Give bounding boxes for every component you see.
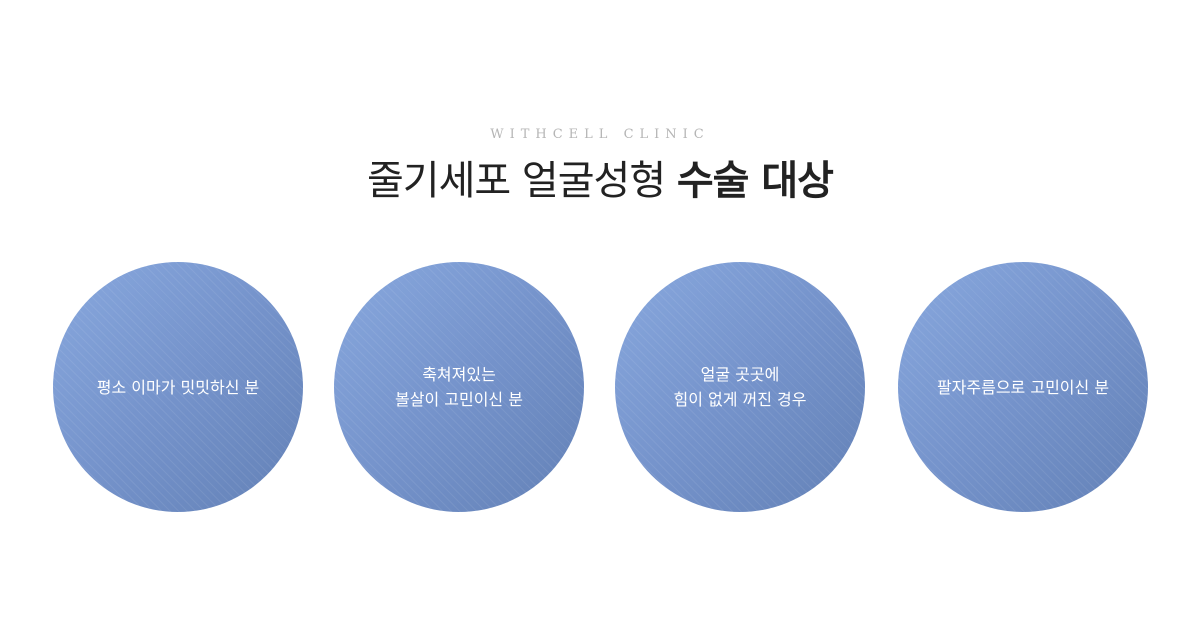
target-text: 볼살이 고민이신 분 <box>395 390 523 409</box>
page-title: 줄기세포 얼굴성형 수술 대상 <box>0 148 1200 206</box>
target-text: 힘이 없게 꺼진 경우 <box>673 390 807 409</box>
target-circle-1: 평소 이마가 밋밋하신 분 <box>53 262 303 512</box>
title-bold: 수술 대상 <box>676 158 834 204</box>
target-text: 평소 이마가 밋밋하신 분 <box>96 377 260 397</box>
target-text: 축쳐져있는 <box>422 365 496 384</box>
target-circle-4: 팔자주름으로 고민이신 분 <box>898 262 1148 512</box>
subtitle: WITHCELL CLINIC <box>490 127 710 142</box>
target-text: 팔자주름으로 고민이신 분 <box>936 377 1110 397</box>
title-regular: 줄기세포 얼굴성형 <box>367 158 666 204</box>
target-text: 얼굴 곳곳에 <box>700 365 780 384</box>
